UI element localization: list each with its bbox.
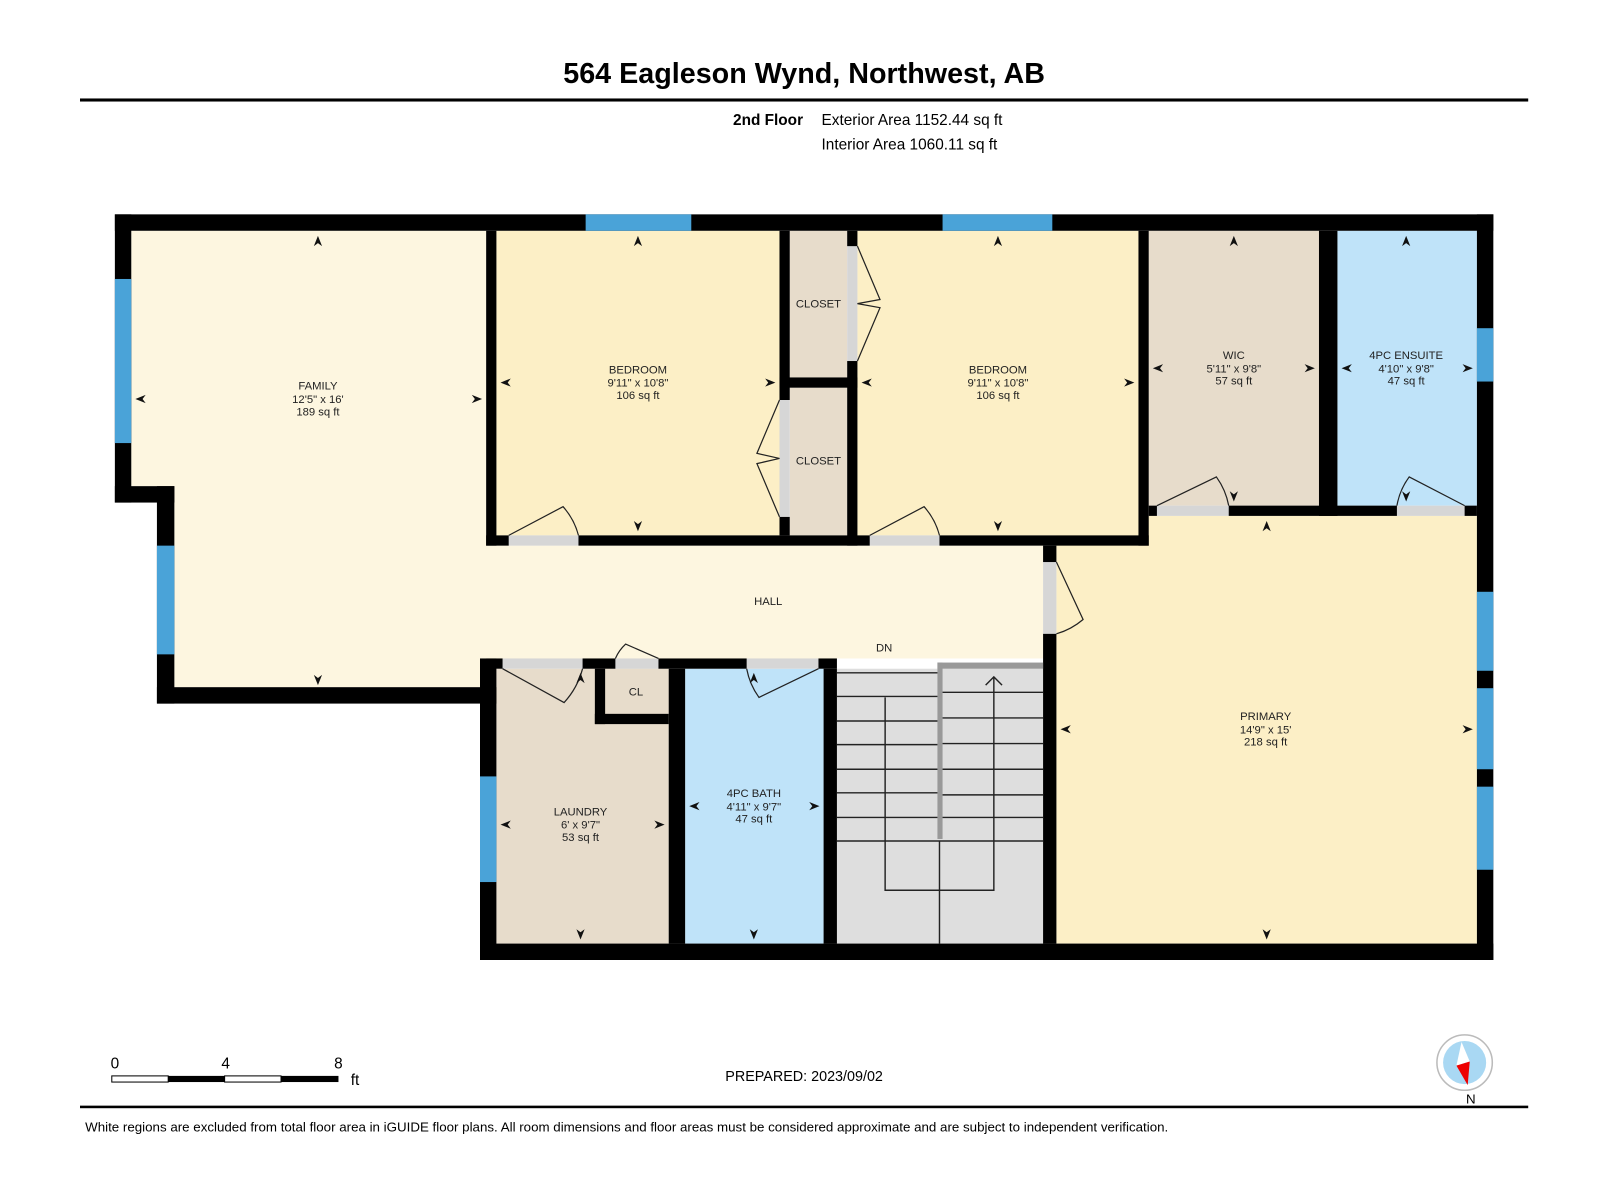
scale-tick-0: 0	[111, 1056, 120, 1073]
wic-floor	[1148, 230, 1319, 506]
closet2-floor	[789, 387, 848, 536]
dimension-arrow-icon	[633, 235, 643, 247]
hall-name: HALL	[754, 596, 782, 608]
room-fills	[131, 230, 1477, 944]
stairs-dn: DN	[876, 642, 892, 654]
bedroom2-area: 106 sq ft	[976, 390, 1020, 402]
family-dims: 12'5" x 16'	[292, 394, 344, 406]
windows	[114, 214, 1494, 883]
dimension-arrow-icon	[1462, 364, 1473, 373]
dimension-arrow-icon	[576, 929, 585, 940]
floor-label: 2nd Floor	[733, 112, 803, 129]
dimension-arrow-icon	[654, 820, 665, 829]
dimension-arrow-icon	[1341, 364, 1352, 373]
door-swings	[502, 245, 1465, 704]
dimension-arrow-icon	[1124, 378, 1135, 387]
door-sills	[502, 246, 1465, 669]
bedroom1-floor	[496, 230, 780, 536]
cl-floor	[605, 668, 669, 714]
dimension-arrow-icon	[765, 378, 776, 387]
ensuite-dims: 4'10" x 9'8"	[1378, 363, 1434, 375]
dimension-arrow-icon	[500, 820, 511, 829]
disclaimer: White regions are excluded from total fl…	[85, 1119, 1168, 1134]
dimension-arrow-icon	[1402, 491, 1411, 502]
primary-floor	[1056, 515, 1477, 944]
dimension-arrow-icon	[576, 672, 585, 684]
prepared-date: PREPARED: 2023/09/02	[725, 1069, 883, 1085]
bath-floor	[685, 668, 824, 944]
bedroom1-name: BEDROOM	[609, 364, 667, 376]
footer-divider	[80, 1105, 1529, 1109]
dimension-arrow-icon	[993, 521, 1003, 532]
primary-area: 218 sq ft	[1244, 737, 1288, 749]
dimension-arrow-icon	[993, 235, 1003, 247]
header-divider	[80, 98, 1529, 102]
scale-bar: 0 4 8 ft	[111, 1056, 360, 1089]
closet1-name: CLOSET	[796, 299, 841, 311]
closet2-name: CLOSET	[796, 456, 841, 468]
stairs	[836, 662, 1044, 944]
dimension-arrow-icon	[749, 672, 758, 684]
laundry-dims: 6' x 9'7"	[561, 820, 600, 832]
dimension-arrow-icon	[135, 394, 146, 404]
compass-north-label: N	[1466, 1092, 1476, 1107]
wic-name: WIC	[1223, 350, 1245, 362]
laundry-name: LAUNDRY	[554, 806, 608, 818]
wic-area: 57 sq ft	[1215, 376, 1253, 388]
dimension-arrow-icon	[1304, 364, 1315, 373]
dimension-arrows	[135, 235, 1473, 940]
dimension-arrow-icon	[809, 802, 820, 811]
dimension-arrow-icon	[689, 802, 700, 811]
bath-name: 4PC BATH	[727, 788, 781, 800]
primary-name: PRIMARY	[1240, 711, 1292, 723]
bath-dims: 4'11" x 9'7"	[727, 801, 782, 813]
family-hall-floor	[131, 230, 1044, 688]
scale-tick-4: 4	[221, 1056, 230, 1073]
dimension-arrow-icon	[1262, 929, 1271, 940]
page-title: 564 Eagleson Wynd, Northwest, AB	[563, 58, 1045, 90]
bath-area: 47 sq ft	[735, 814, 773, 826]
dimension-arrow-icon	[471, 394, 483, 404]
ensuite-name: 4PC ENSUITE	[1369, 350, 1443, 362]
dimension-arrow-icon	[313, 674, 323, 686]
bedroom2-floor	[857, 230, 1139, 536]
closet1-floor	[789, 230, 848, 378]
family-name: FAMILY	[298, 381, 338, 393]
dimension-arrow-icon	[1262, 521, 1271, 532]
laundry-area: 53 sq ft	[562, 832, 600, 844]
dimension-arrow-icon	[1060, 725, 1071, 734]
scale-unit: ft	[351, 1072, 360, 1089]
compass-icon: N	[1436, 1034, 1494, 1107]
dimension-arrow-icon	[1152, 364, 1164, 373]
dimension-arrow-icon	[861, 378, 872, 387]
exterior-area: Exterior Area 1152.44 sq ft	[822, 112, 1004, 129]
dimension-arrow-icon	[313, 235, 323, 247]
primary-dims: 14'9" x 15'	[1240, 724, 1292, 736]
interior-area: Interior Area 1060.11 sq ft	[822, 137, 999, 154]
ensuite-floor	[1337, 230, 1477, 506]
bedroom2-name: BEDROOM	[969, 364, 1027, 376]
room-labels: FAMILY 12'5" x 16' 189 sq ft BEDROOM 9'1…	[292, 299, 1443, 844]
dimension-arrow-icon	[1229, 491, 1238, 502]
family-area: 189 sq ft	[296, 406, 340, 418]
dimension-arrow-icon	[1402, 235, 1411, 247]
wic-dims: 5'11" x 9'8"	[1207, 363, 1262, 375]
dimension-arrow-icon	[1229, 235, 1238, 247]
dimension-arrow-icon	[749, 929, 758, 940]
dimension-arrow-icon	[1462, 725, 1473, 734]
bedroom1-dims: 9'11" x 10'8"	[607, 378, 668, 390]
cl-name: CL	[629, 686, 643, 698]
ensuite-area: 47 sq ft	[1388, 376, 1426, 388]
bedroom2-dims: 9'11" x 10'8"	[967, 378, 1028, 390]
dimension-arrow-icon	[500, 378, 511, 387]
scale-tick-8: 8	[334, 1056, 343, 1073]
bedroom1-area: 106 sq ft	[616, 390, 660, 402]
dimension-arrow-icon	[633, 521, 643, 532]
